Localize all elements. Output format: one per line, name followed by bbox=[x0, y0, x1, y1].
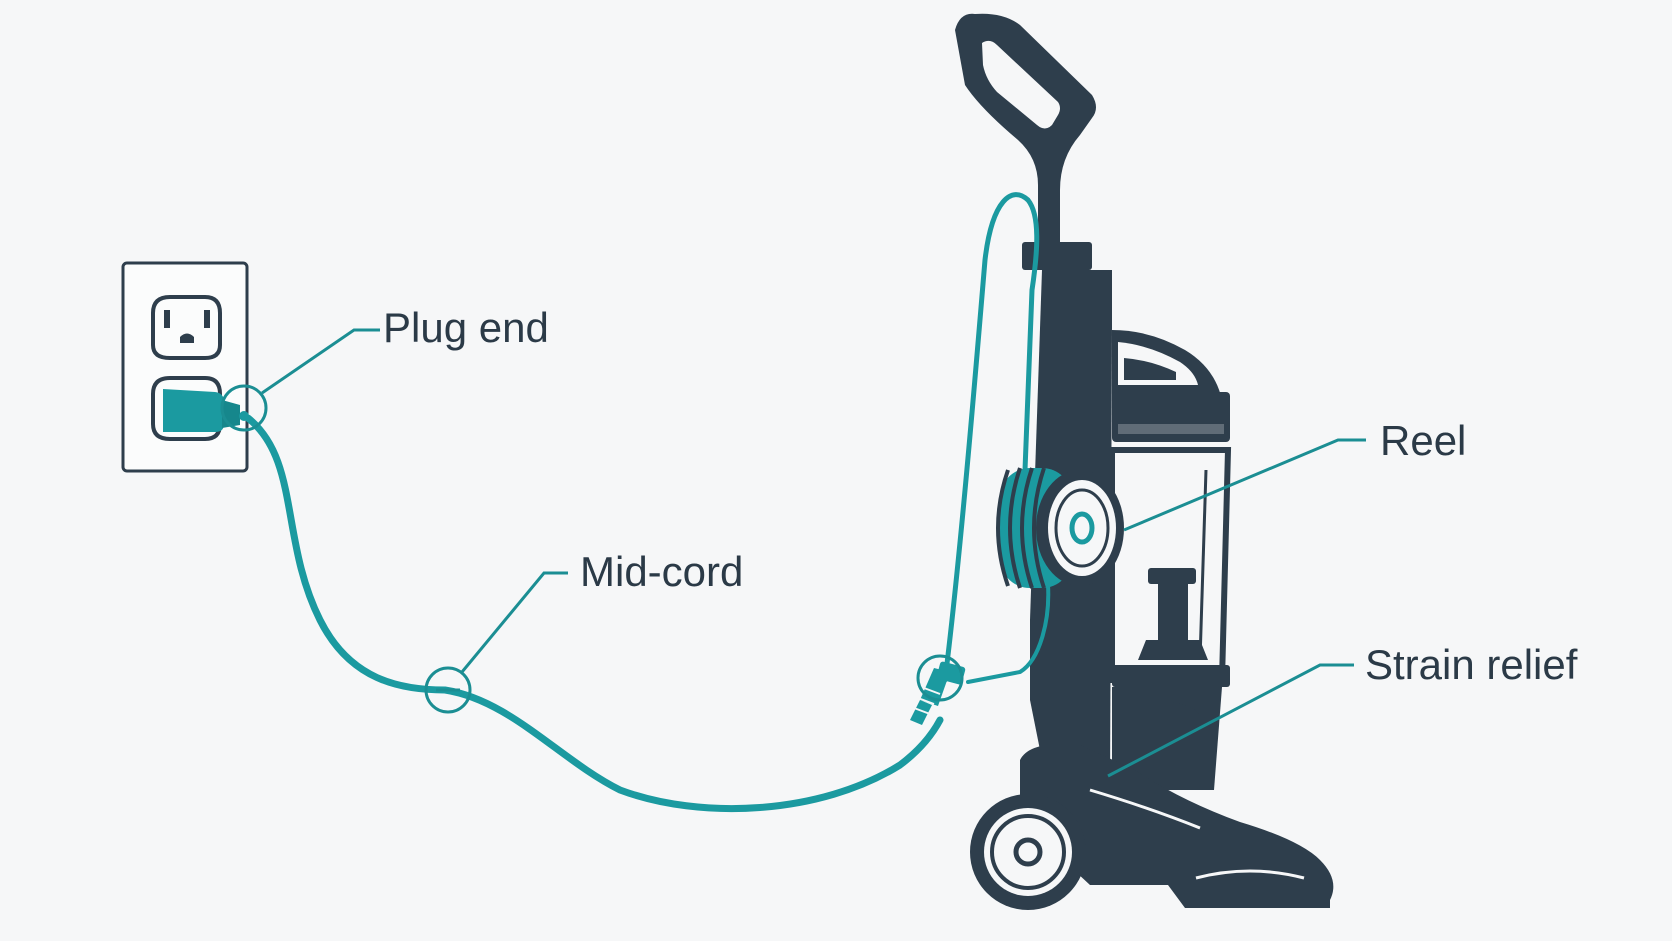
wheel bbox=[970, 794, 1086, 910]
label-strain-relief: Strain relief bbox=[1365, 641, 1578, 688]
callout-mid-cord bbox=[424, 571, 568, 714]
wall-outlet bbox=[121, 261, 249, 473]
cord-to-reel bbox=[942, 192, 1040, 683]
upright-vacuum bbox=[955, 13, 1334, 910]
cord-reel-to-relief bbox=[966, 583, 1051, 684]
callout-strain-relief bbox=[916, 654, 1354, 778]
label-reel: Reel bbox=[1380, 417, 1467, 464]
vacuum-base bbox=[1020, 744, 1334, 908]
upper-receptacle bbox=[151, 295, 222, 360]
cord-reel bbox=[996, 467, 1124, 589]
label-mid-cord: Mid-cord bbox=[580, 548, 744, 595]
callout-plug-end bbox=[220, 328, 380, 432]
callout-reel bbox=[1123, 438, 1366, 532]
cord-main bbox=[244, 414, 944, 813]
lower-receptacle bbox=[151, 376, 222, 441]
power-cord bbox=[244, 192, 1051, 813]
vacuum-handle bbox=[955, 13, 1096, 240]
label-plug-end: Plug end bbox=[383, 304, 549, 351]
